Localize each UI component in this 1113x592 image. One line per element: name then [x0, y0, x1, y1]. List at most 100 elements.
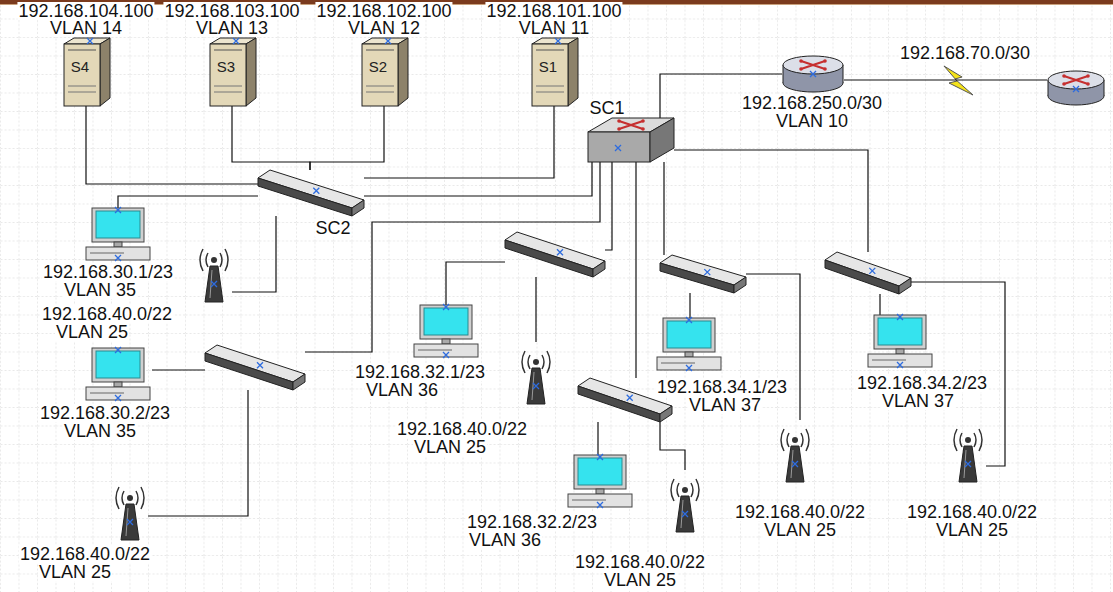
network-link: [879, 294, 880, 315]
server-name: S4: [70, 58, 90, 76]
access-point-part: [533, 359, 539, 365]
pc-icon-part: [414, 344, 478, 357]
router-icon-part: [1064, 76, 1088, 84]
access-point: 192.168.40.0/22VLAN 25: [196, 240, 232, 302]
server-icon: 192.168.104.100VLAN 14S4: [60, 38, 112, 106]
network-link: [663, 162, 664, 255]
multilayer-switch: [588, 118, 674, 162]
access-point-part: [522, 351, 550, 373]
network-link: [310, 106, 384, 170]
pc-icon-part: [597, 502, 603, 508]
pc-icon: [84, 348, 152, 400]
switch-icon: [505, 232, 605, 277]
pc-icon-part: [874, 315, 926, 349]
network-link: [674, 150, 868, 252]
router-icon-part: [1073, 86, 1079, 92]
device-label: VLAN 36: [468, 531, 542, 549]
multilayer-switch-part: [617, 119, 621, 123]
device-label: VLAN 25: [763, 521, 837, 539]
router-icon-part: [1062, 82, 1066, 86]
switch-icon: [825, 252, 911, 294]
access-point: 192.168.40.0/22VLAN 25: [777, 420, 813, 482]
access-point-part: [127, 495, 133, 501]
access-point-part: [964, 450, 966, 478]
pc-icon-part: [114, 382, 122, 387]
access-point: [950, 420, 986, 482]
pc-icon-part: [661, 363, 695, 364]
router-icon-part: [1086, 74, 1090, 78]
device-label: VLAN 37: [881, 392, 955, 410]
access-point: [777, 420, 813, 482]
switch-icon: [205, 345, 305, 390]
device-label: VLAN 25: [38, 563, 112, 581]
access-point: [196, 240, 232, 302]
pc-icon-part: [90, 253, 124, 254]
device-label: 192.168.30.2/23: [39, 404, 171, 422]
device-label: 192.168.102.100: [315, 2, 452, 20]
pc-icon-part: [596, 489, 604, 494]
router-icon: [1047, 70, 1105, 106]
pc-icon: 192.168.30.1/23VLAN 35: [84, 208, 152, 260]
switch-icon-part: [258, 178, 352, 216]
network-link: [635, 162, 636, 378]
switch-icon: [578, 378, 672, 422]
multilayer-switch-part: [641, 119, 645, 123]
pc-icon: [566, 455, 634, 507]
access-point-part: [211, 257, 217, 263]
access-point: [518, 342, 554, 404]
pc-icon-part: [442, 339, 450, 344]
server-icon-part: [100, 38, 110, 106]
switch-icon-part: [734, 277, 746, 293]
router-icon: 192.168.250.0/30VLAN 10: [782, 55, 844, 93]
router-icon-part: [783, 65, 784, 83]
network-link: [364, 106, 554, 178]
access-point-part: [116, 487, 144, 509]
network-link: [660, 422, 685, 470]
pc-icon-part: [878, 318, 922, 345]
network-link: [844, 79, 1047, 80]
pc-icon-part: [115, 395, 121, 401]
server-icon-part: [366, 92, 394, 93]
switch-icon-part: [704, 269, 710, 275]
access-point-part: [965, 437, 971, 443]
server-icon-part: [532, 44, 568, 106]
device-label: VLAN 25: [935, 521, 1009, 539]
device-label: 192.168.101.100: [485, 2, 622, 20]
network-link: [605, 162, 612, 250]
router-icon-part: [1086, 82, 1090, 86]
multilayer-switch: SC1: [588, 118, 674, 162]
pc-icon-part: [578, 458, 622, 485]
device-label: 192.168.40.0/22: [574, 553, 706, 571]
router-icon-part: [823, 67, 827, 71]
pc-icon-part: [663, 318, 715, 352]
pc-icon-part: [92, 208, 144, 242]
pc-icon-part: [86, 247, 150, 260]
switch-icon: [660, 255, 746, 293]
device-label: 192.168.32.1/23: [354, 363, 486, 381]
device-label: VLAN 14: [49, 19, 123, 37]
multilayer-switch-part: [588, 132, 650, 162]
server-icon-part: [210, 44, 246, 106]
multilayer-switch-part: [617, 127, 621, 131]
server-name: S2: [368, 58, 388, 76]
switch-icon: [660, 255, 746, 293]
pc-icon-part: [115, 207, 121, 213]
pc-icon-part: [897, 314, 903, 320]
device-label: 192.168.30.1/23: [42, 263, 174, 281]
router-icon-part: [801, 61, 825, 69]
device-label: 192.168.103.100: [163, 2, 300, 20]
device-label: 192.168.40.0/22: [41, 305, 173, 323]
access-point: 192.168.40.0/22VLAN 25: [667, 470, 703, 532]
switch-icon-part: [578, 386, 660, 422]
pc-icon-part: [657, 357, 721, 370]
router-icon: [1047, 70, 1105, 106]
access-point-part: [681, 500, 683, 528]
switch-icon-part: [899, 278, 911, 294]
server-icon-part: [398, 38, 408, 106]
access-point: 192.168.40.0/22VLAN 25: [518, 342, 554, 404]
access-point-part: [205, 266, 223, 302]
access-point-part: [954, 429, 982, 451]
switch-icon-part: [660, 406, 672, 422]
network-link: [689, 293, 690, 318]
